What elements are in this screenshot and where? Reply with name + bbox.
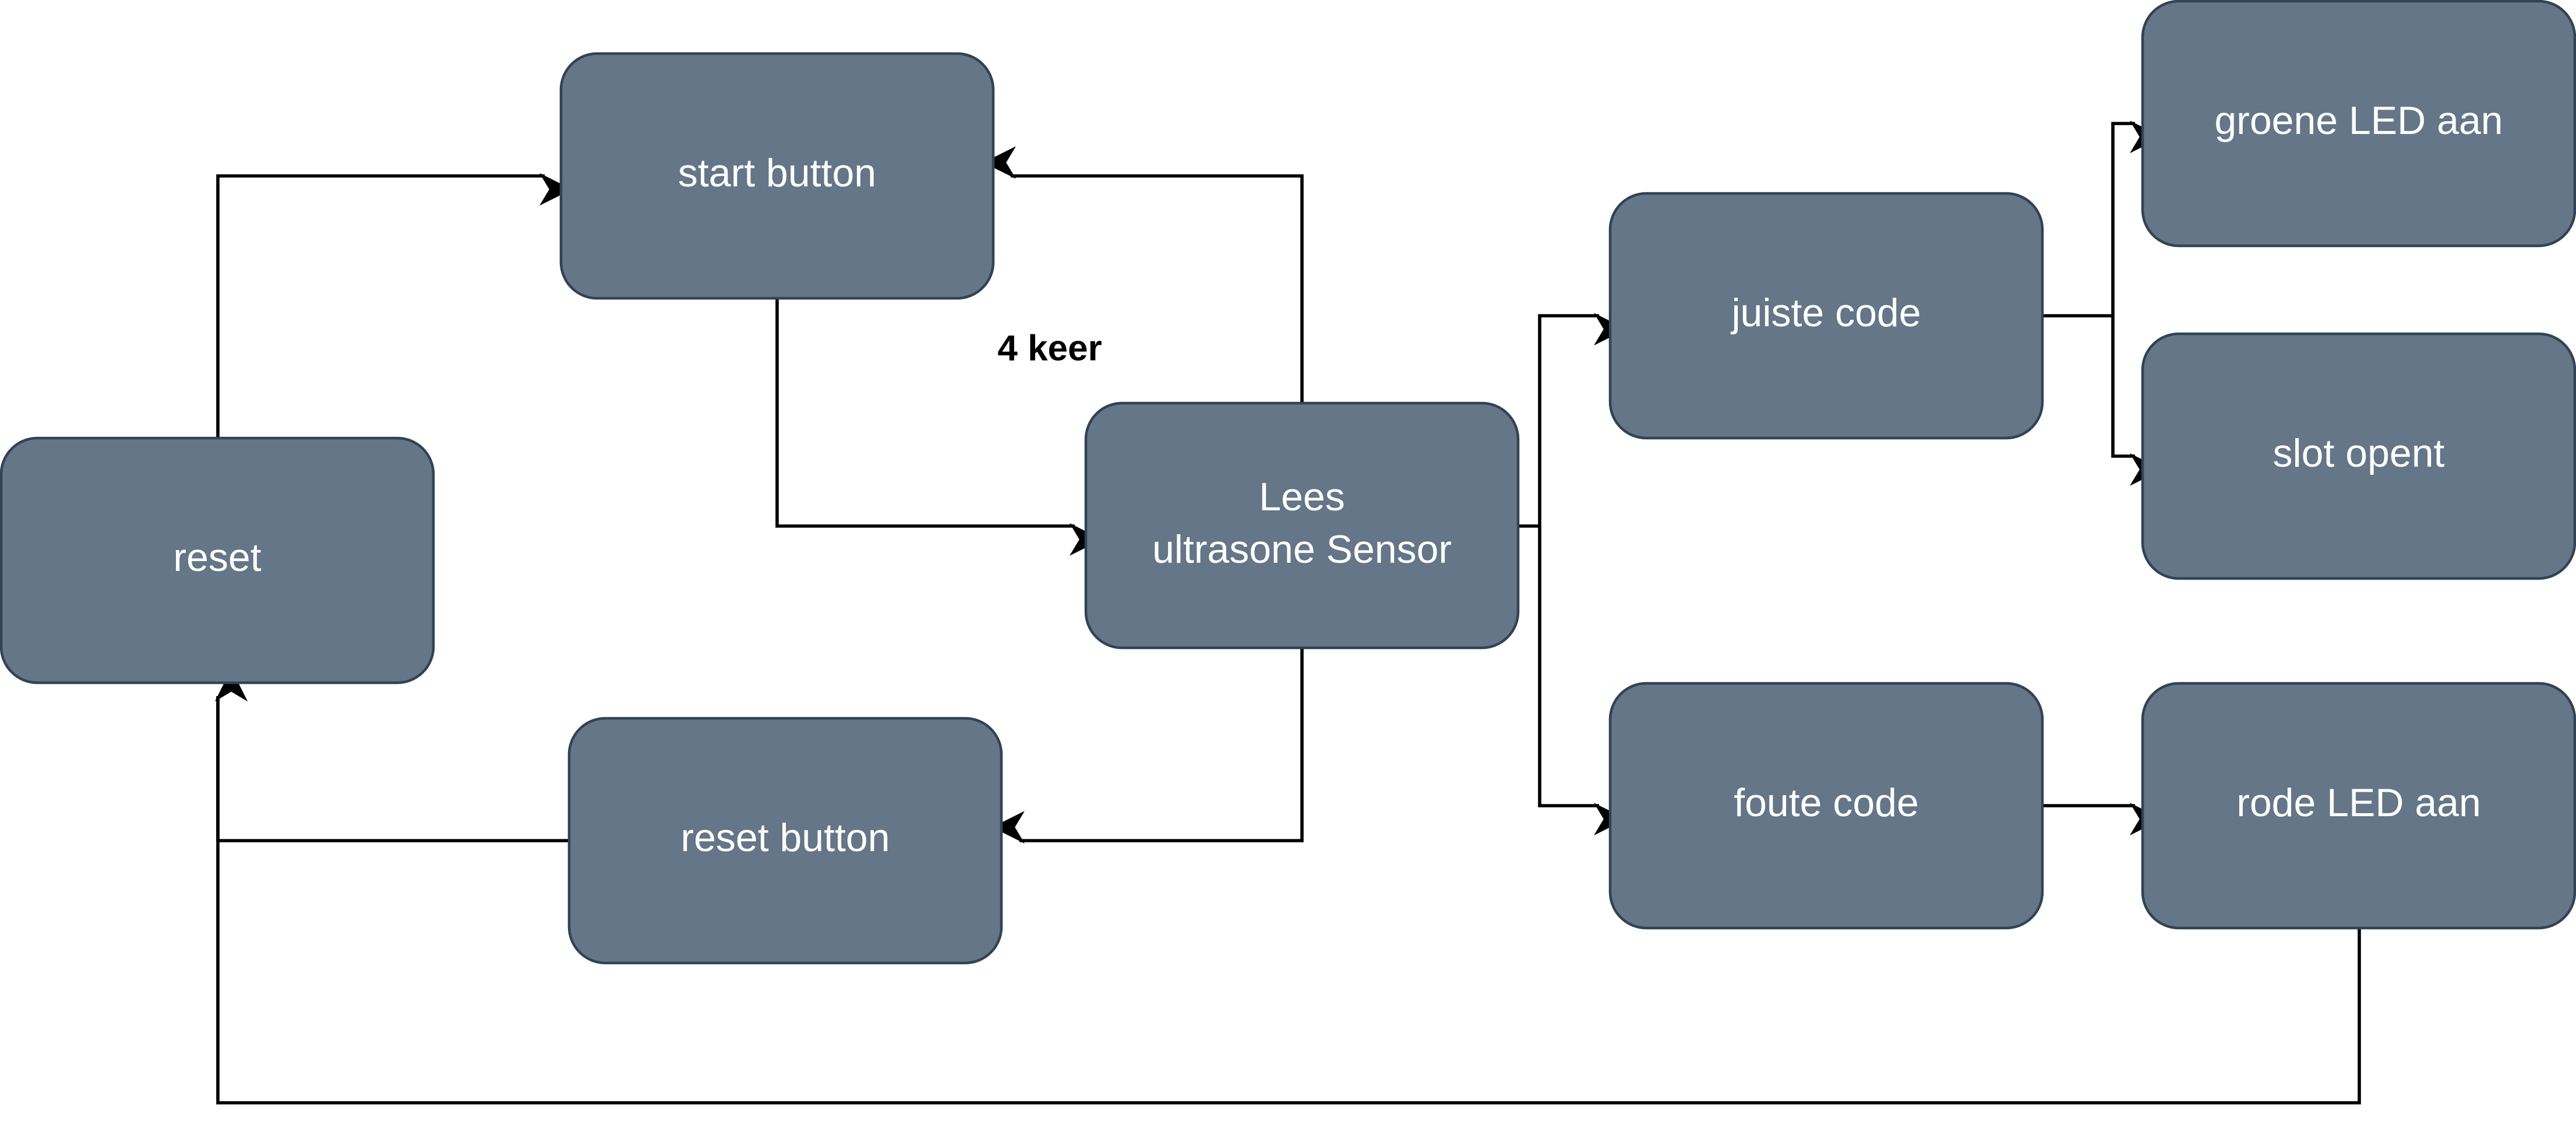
edge-sensor-to-start-button [983,146,1304,402]
edge-sensor-to-reset-button [992,648,1304,844]
node-start-button: start button [559,52,995,300]
edges [215,121,2361,1105]
edge-rode-led-to-reset [215,669,2361,1105]
edge-sensor-to-foute-code [1538,526,1626,835]
edge-reset-to-start-button [216,173,572,437]
node-reset-button-label: reset button [680,816,890,860]
node-slot-opent-label: slot opent [2273,431,2445,475]
node-reset: reset [0,436,435,685]
node-groene-led-label: groene LED aan [2214,98,2503,143]
node-rode-led: rode LED aan [2141,682,2576,930]
node-reset-button: reset button [567,717,1003,965]
edge-reset-button-to-reset [215,669,569,842]
edge-label-loop-count: 4 keer [997,328,1102,368]
node-sensor: Lees ultrasone Sensor [1084,401,1520,650]
node-rode-led-label: rode LED aan [2236,781,2481,825]
node-sensor-label-line1: Lees [1259,475,1345,519]
node-slot-opent: slot opent [2141,332,2576,580]
edge-sensor-to-juiste-code [1519,313,1626,528]
edge-start-button-to-sensor [775,298,1102,556]
node-reset-label: reset [173,535,261,580]
node-start-button-label: start button [678,151,876,195]
node-juiste-code-label: juiste code [1730,291,1921,335]
node-groene-led: groene LED aan [2141,0,2576,248]
edge-juiste-code-to-groene-led [2043,121,2162,317]
node-foute-code: foute code [1608,682,2044,930]
node-sensor-label-line2: ultrasone Sensor [1152,527,1452,571]
node-juiste-code: juiste code [1608,192,2044,440]
edge-juiste-code-to-slot-opent [2111,316,2162,486]
node-foute-code-label: foute code [1734,781,1919,825]
